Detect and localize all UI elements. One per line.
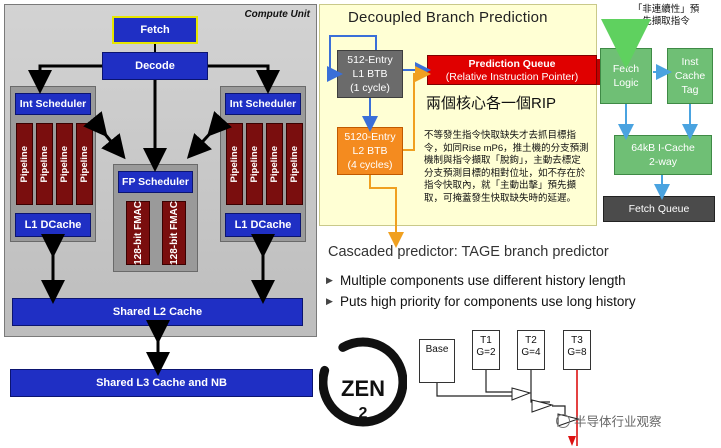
- bullet-text: Puts high priority for components use lo…: [340, 294, 636, 309]
- tage-t3-g: G=8: [567, 347, 587, 358]
- zen-text: ZEN: [341, 376, 385, 401]
- icache-line1: 64kB I-Cache: [631, 142, 695, 154]
- bullet-arrow-icon: ▶: [326, 275, 333, 285]
- watermark-text: 半导体行业观察: [574, 415, 662, 429]
- prefetch-note: 「非連續性」預先擷取指令: [632, 4, 700, 27]
- branch-prediction-panel: [319, 4, 597, 226]
- tage-t1-box: T1 G=2: [472, 330, 500, 370]
- pipeline: Pipeline: [266, 123, 283, 205]
- fetch-block: Fetch: [112, 16, 198, 44]
- arrow-int-left-fp: [83, 111, 126, 160]
- l1-dcache-left: L1 DCache: [15, 213, 91, 237]
- tage-base-box: Base: [419, 339, 455, 383]
- bullet-text: Multiple components use different histor…: [340, 273, 626, 288]
- watermark: 半导体行业观察: [556, 411, 662, 430]
- fmac-left: 128-bit FMAC: [126, 201, 150, 265]
- arrow-l1btb-loop: [327, 35, 377, 82]
- compute-unit-label: Compute Unit: [244, 9, 310, 20]
- tage-t3-name: T3: [571, 335, 583, 346]
- watermark-icon: [556, 413, 570, 428]
- zen-ring: [319, 337, 407, 427]
- prediction-queue-label: Prediction Queue: [468, 58, 556, 70]
- int-cluster-left: Int Scheduler Pipeline Pipeline Pipeline…: [10, 86, 96, 242]
- pipeline: Pipeline: [286, 123, 303, 205]
- l2-btb-line1: 5120-Entry: [344, 131, 396, 143]
- l1-dcache-right: L1 DCache: [225, 213, 301, 237]
- int-scheduler-left: Int Scheduler: [15, 93, 91, 115]
- fp-cluster: FP Scheduler 128-bit FMAC 128-bit FMAC: [113, 164, 198, 272]
- fetch-queue-box: Fetch Queue: [603, 196, 715, 222]
- rip-subtitle: 兩個核心各一個RIP: [426, 95, 557, 112]
- arrow-int-right-fp: [186, 111, 232, 159]
- l1-btb-line1: 512-Entry: [347, 54, 393, 66]
- l1-btb-line2: L1 BTB: [352, 68, 388, 80]
- arrow-l2btb-cascaded: [369, 175, 404, 248]
- arrow-decode-int-right: [208, 64, 280, 94]
- l2-btb-line2: L2 BTB: [352, 145, 388, 157]
- tage-t2-box: T2 G=4: [517, 330, 545, 370]
- branch-prediction-paragraph: 不等發生指令快取缺失才去抓目標指令，如同Rise mP6，推土機的分支預測機制與…: [424, 130, 589, 204]
- pipeline: Pipeline: [16, 123, 33, 205]
- inst-tag-line2: Cache: [674, 70, 706, 82]
- l2-btb-line3: (4 cycles): [347, 159, 393, 171]
- cascaded-bullets: ▶ Multiple components use different hist…: [326, 270, 636, 312]
- icache-box: 64kB I-Cache 2-way: [614, 135, 712, 175]
- arrow-l2btb-pq: [403, 66, 431, 151]
- bullet-arrow-icon: ▶: [326, 296, 333, 306]
- pipeline: Pipeline: [56, 123, 73, 205]
- int-scheduler-right: Int Scheduler: [225, 93, 301, 115]
- icache-line2: 2-way: [648, 156, 677, 168]
- pipeline: Pipeline: [246, 123, 263, 205]
- bullet-item: ▶ Puts high priority for components use …: [326, 291, 636, 312]
- prediction-queue-sub: (Relative Instruction Pointer): [445, 71, 579, 83]
- bullet-item: ▶ Multiple components use different hist…: [326, 270, 636, 291]
- tage-t2-name: T2: [525, 335, 537, 346]
- zen-number: 2: [359, 405, 368, 422]
- tage-t1-g: G=2: [476, 347, 496, 358]
- pipeline: Pipeline: [36, 123, 53, 205]
- prediction-queue-box: Prediction Queue (Relative Instruction P…: [427, 55, 597, 85]
- decode-block: Decode: [102, 52, 208, 80]
- tage-t2-g: G=4: [521, 347, 541, 358]
- branch-prediction-title: Decoupled Branch Prediction: [348, 9, 548, 26]
- l1-btb-line3: (1 cycle): [350, 82, 390, 94]
- tage-t1-name: T1: [480, 335, 492, 346]
- zen2-logo: ZEN 2: [319, 337, 407, 427]
- pipeline-group-right: Pipeline Pipeline Pipeline Pipeline: [226, 123, 303, 205]
- tage-t3-box: T3 G=8: [563, 330, 591, 370]
- inst-tag-line3: Tag: [681, 84, 699, 96]
- fmac-right: 128-bit FMAC: [162, 201, 186, 265]
- pipeline-group-left: Pipeline Pipeline Pipeline Pipeline: [16, 123, 93, 205]
- cascaded-title: Cascaded predictor: TAGE branch predicto…: [328, 244, 609, 260]
- inst-tag-line1: Inst: [681, 56, 699, 68]
- l2-btb-box: 5120-Entry L2 BTB (4 cycles): [337, 127, 403, 175]
- fetch-logic-line2: Logic: [613, 77, 639, 89]
- arrow-decode-int-left: [28, 64, 102, 94]
